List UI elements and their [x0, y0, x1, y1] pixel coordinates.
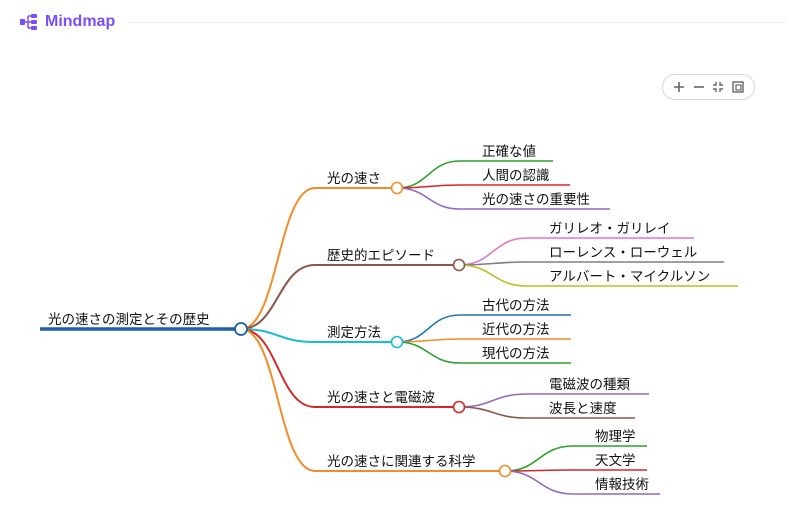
child-node-lowell[interactable]: ローレンス・ローウェル [549, 245, 697, 261]
child-node-accurate-value[interactable]: 正確な値 [482, 144, 536, 160]
collapse-toggle-related-sciences[interactable] [498, 464, 512, 478]
child-node-em-wave-types[interactable]: 電磁波の種類 [549, 377, 630, 393]
connector-galileo [458, 237, 528, 266]
child-node-human-perception[interactable]: 人間の認識 [482, 168, 550, 184]
connector-measurement-methods [240, 328, 316, 343]
minus-icon [693, 86, 704, 88]
connector-speed-of-light [240, 187, 316, 330]
connector-it [504, 470, 574, 495]
collapse-toggle-light-and-em-waves[interactable] [452, 400, 466, 414]
zoom-in-button[interactable] [671, 79, 687, 95]
connector-ancient-method [396, 314, 461, 343]
plus-icon [673, 82, 684, 92]
collapse-toggle-measurement-methods[interactable] [390, 335, 404, 349]
app-name: Mindmap [45, 13, 116, 30]
collapse-toggle-historical-episodes[interactable] [452, 258, 466, 272]
branch-node-measurement-methods[interactable]: 測定方法 [327, 325, 381, 341]
branch-node-light-and-em-waves[interactable]: 光の速さと電磁波 [327, 390, 435, 406]
header-divider [126, 22, 786, 23]
root-node[interactable]: 光の速さの測定とその歴史 [48, 312, 210, 328]
connector-physics [504, 445, 574, 472]
connector-light-and-em-waves [240, 328, 316, 408]
connector-related-sciences [240, 328, 316, 472]
collapse-icon [713, 82, 724, 92]
child-node-importance[interactable]: 光の速さの重要性 [482, 192, 590, 208]
child-node-it[interactable]: 情報技術 [595, 477, 649, 493]
branch-node-speed-of-light[interactable]: 光の速さ [327, 171, 381, 187]
app-header: Mindmap [0, 0, 800, 44]
collapse-button[interactable] [710, 79, 726, 95]
child-node-galileo[interactable]: ガリレオ・ガリレイ [549, 221, 671, 237]
child-node-wavelength-speed[interactable]: 波長と速度 [549, 401, 617, 417]
child-node-michelson[interactable]: アルバート・マイクルソン [549, 269, 710, 285]
app-logo[interactable]: Mindmap [20, 13, 115, 31]
connector-wavelength-speed [458, 406, 528, 419]
collapse-toggle-speed-of-light[interactable] [390, 181, 404, 195]
zoom-toolbar [662, 74, 755, 100]
fit-view-button[interactable] [730, 79, 746, 95]
fit-view-icon [732, 81, 744, 93]
zoom-out-button[interactable] [691, 79, 707, 95]
connector-contemporary-method [396, 341, 461, 364]
connector-accurate-value [396, 160, 461, 189]
child-node-physics[interactable]: 物理学 [595, 429, 636, 445]
child-node-contemporary-method[interactable]: 現代の方法 [482, 346, 550, 362]
child-node-astronomy[interactable]: 天文学 [595, 453, 636, 469]
mindmap-icon [20, 14, 37, 30]
connector-michelson [458, 264, 528, 287]
branch-node-related-sciences[interactable]: 光の速さに関連する科学 [327, 454, 476, 470]
branch-node-historical-episodes[interactable]: 歴史的エピソード [327, 248, 435, 264]
child-node-modern-method[interactable]: 近代の方法 [482, 322, 550, 338]
connector-em-wave-types [458, 393, 528, 408]
child-node-ancient-method[interactable]: 古代の方法 [482, 298, 550, 314]
connector-importance [396, 187, 461, 210]
connector-historical-episodes [240, 264, 316, 330]
collapse-toggle-root[interactable] [234, 322, 248, 336]
